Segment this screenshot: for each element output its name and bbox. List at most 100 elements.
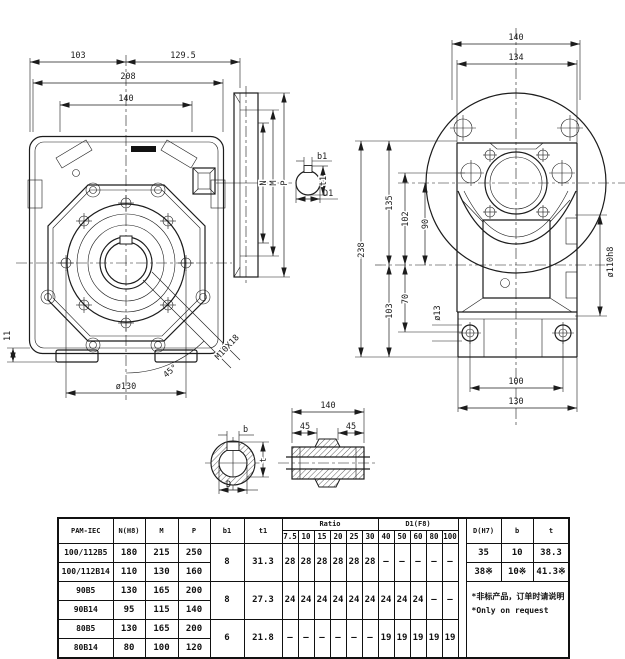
front-view: 103 129.5 208 140 11 ø130 45° M10X18 [3, 51, 243, 400]
cell: 100 [144, 638, 179, 659]
col-header-n: N(H8) [112, 517, 146, 544]
cell: 24 [345, 581, 363, 620]
dim-label: 238 [357, 242, 367, 257]
dim-label: 45 [300, 422, 310, 432]
ratio-col: 15 [313, 530, 331, 544]
dim-label: 102 [401, 211, 411, 226]
cell: 6 [209, 619, 245, 659]
cell: 80 [112, 638, 146, 659]
ratio-col: 7.5 [281, 530, 299, 544]
cell: 165 [144, 581, 179, 601]
cell-pam: 80B14 [57, 638, 114, 659]
ratio-col: 100 [441, 530, 459, 544]
cell: 24 [297, 581, 315, 620]
cell: 19 [377, 619, 395, 659]
cell: 19 [425, 619, 443, 659]
ratio-col: 10 [297, 530, 315, 544]
col-header-pam: PAM-IEC [57, 517, 114, 544]
cell: 160 [177, 562, 211, 582]
cell: 19 [393, 619, 411, 659]
cell: 165 [144, 619, 179, 639]
table-divider [457, 518, 467, 658]
cell: 215 [144, 543, 179, 563]
cell: 28 [297, 543, 315, 582]
col-header-t: t [532, 517, 570, 544]
cell-pam: 100/112B14 [57, 562, 114, 582]
bolt-holes [58, 195, 194, 331]
cell: 24 [377, 581, 395, 620]
dim-label: 11 [3, 331, 13, 341]
dim-label: ø110h8 [606, 247, 616, 278]
output-shaft-section: 140 45 45 [278, 401, 378, 488]
cell: 250 [177, 543, 211, 563]
cell: — [425, 543, 443, 582]
dim-label: 103 [385, 303, 395, 318]
cell: 24 [329, 581, 347, 620]
dim-label: D [226, 480, 231, 490]
dim-label: t [259, 457, 269, 462]
cell: — [377, 543, 395, 582]
col-header-b1: b1 [209, 517, 245, 544]
dim-label: 135 [385, 195, 395, 210]
col-header-m: M [144, 517, 179, 544]
cell: 95 [112, 600, 146, 620]
dim-label: 130 [508, 397, 523, 407]
cell: 41.3※ [532, 562, 570, 582]
cell: — [297, 619, 315, 659]
rear-view: 140 134 238 135 103 102 70 90 ø13 ø110h8 [355, 28, 625, 428]
technical-drawing: 103 129.5 208 140 11 ø130 45° M10X18 [3, 28, 625, 494]
dim-label: 208 [120, 72, 135, 82]
cell: — [441, 581, 459, 620]
dim-label: 45° [162, 363, 180, 381]
ratio-col: 30 [361, 530, 379, 544]
ratio-col: 40 [377, 530, 395, 544]
ratio-col: 50 [393, 530, 411, 544]
ratio-col: 25 [345, 530, 363, 544]
pam-iec-table: PAM-IEC N(H8) M P b1 t1 Ratio D1(F8) D(H… [57, 517, 571, 659]
dim-label: M [269, 180, 279, 185]
dim-label: 70 [401, 294, 411, 304]
dim-label: b1 [317, 152, 327, 162]
cell-pam: 90B5 [57, 581, 114, 601]
dim-label: 134 [508, 53, 523, 63]
dim-label: 129.5 [170, 51, 196, 61]
cell: — [313, 619, 331, 659]
dimension-table: PAM-IEC N(H8) M P b1 t1 Ratio D1(F8) D(H… [57, 517, 571, 659]
ratio-col: 20 [329, 530, 347, 544]
output-bore-detail: b t D [205, 425, 271, 494]
cell: 28 [361, 543, 379, 582]
input-bore-detail: b1 t1 D1 [295, 152, 338, 203]
cell-pam: 100/112B5 [57, 543, 114, 563]
screw-heads [40, 182, 211, 353]
cell: 27.3 [243, 581, 283, 620]
cell: — [345, 619, 363, 659]
cell: 38※ [465, 562, 502, 582]
dim-label: 100 [508, 377, 523, 387]
table-note: *非标产品，订单时请说明 *Only on request [465, 581, 570, 659]
cell: 24 [361, 581, 379, 620]
cell: 8 [209, 543, 245, 582]
col-header-d1f8: D1(F8) [377, 517, 459, 531]
cell-pam: 80B5 [57, 619, 114, 639]
cell-pam: 90B14 [57, 600, 114, 620]
dim-label: t1 [319, 176, 329, 186]
cell: 200 [177, 619, 211, 639]
cell: 200 [177, 581, 211, 601]
cell: 110 [112, 562, 146, 582]
cell: 120 [177, 638, 211, 659]
cell: 24 [313, 581, 331, 620]
cell: 21.8 [243, 619, 283, 659]
dim-label: 45 [346, 422, 356, 432]
cell: 35 [465, 543, 502, 563]
col-header-p: P [177, 517, 211, 544]
dim-label: ø130 [116, 382, 136, 392]
dim-label: ø13 [433, 305, 443, 320]
dim-label: D1 [323, 189, 333, 199]
cell: 24 [393, 581, 411, 620]
cell: 28 [313, 543, 331, 582]
cell: 180 [112, 543, 146, 563]
cell: — [393, 543, 411, 582]
cell: 140 [177, 600, 211, 620]
dim-label: 140 [320, 401, 335, 411]
col-header-ratio: Ratio [281, 517, 379, 531]
